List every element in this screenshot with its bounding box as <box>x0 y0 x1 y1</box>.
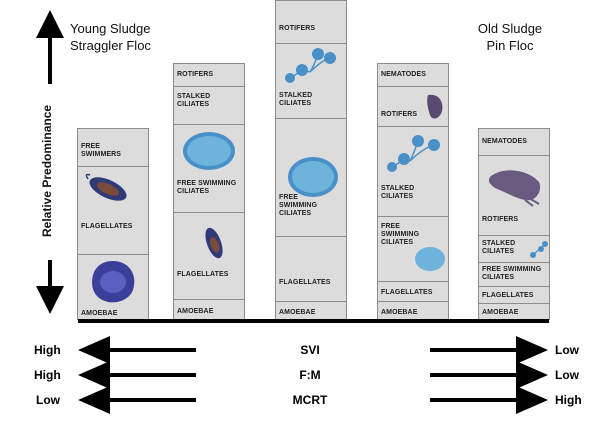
label-stalked-ciliates: STALKED CILIATES <box>381 185 415 200</box>
label-flagellates: FLAGELLATES <box>381 289 433 296</box>
young-sludge-line1: Young Sludge <box>70 21 151 36</box>
young-sludge-line2: Straggler Floc <box>70 38 151 53</box>
baseline <box>78 319 549 323</box>
label-amoebae: AMOEBAE <box>279 309 316 316</box>
svi-right: Low <box>555 343 579 357</box>
section-free-swimming-ciliates: FREE SWIMMING CILIATES <box>276 118 346 236</box>
axis-label: Relative Predominance <box>40 104 54 237</box>
section-stalked-ciliates: STALKED CILIATES <box>378 126 448 216</box>
section-amoebae: AMOEBAE <box>378 301 448 321</box>
label-free-swimming-ciliates: FREE SWIMMING CILIATES <box>381 223 420 246</box>
ciliate-icon <box>288 157 338 197</box>
section-flagellates: FLAGELLATES <box>78 166 148 254</box>
column-2: ROTIFERS STALKED CILIATES FREE SWIMMING … <box>173 63 245 320</box>
label-free-swimming-ciliates: FREE SWIMMING CILIATES <box>177 180 237 195</box>
label-free-swimming-ciliates: FREE SWIMMING CILIATES <box>279 194 318 217</box>
rotifer-icon <box>488 170 541 207</box>
ciliate-icon <box>415 247 445 271</box>
mcrt-name: MCRT <box>292 393 328 407</box>
section-amoebae: AMOEBAE <box>78 254 148 321</box>
column-5: NEMATODES ROTIFERS STALKED CILIATES FREE… <box>478 128 550 320</box>
rotifer-icon <box>427 94 443 119</box>
section-rotifers: ROTIFERS <box>276 1 346 43</box>
old-sludge-line2: Pin Floc <box>486 38 534 53</box>
fm-name: F:M <box>299 368 321 382</box>
stalked-ciliate-icon <box>387 135 440 172</box>
mcrt-right: High <box>555 393 582 407</box>
label-rotifers: ROTIFERS <box>279 25 316 32</box>
label-stalked-ciliates: STALKED CILIATES <box>279 92 313 107</box>
section-nematodes: NEMATODES <box>378 64 448 86</box>
young-sludge-label: Young Sludge Straggler Floc <box>70 20 151 54</box>
label-nematodes: NEMATODES <box>482 138 527 145</box>
svi-left: High <box>34 343 61 357</box>
label-rotifers: ROTIFERS <box>482 216 519 223</box>
vertical-arrow <box>36 10 64 314</box>
section-flagellates: FLAGELLATES <box>479 286 549 303</box>
label-amoebae: AMOEBAE <box>381 309 418 316</box>
label-amoebae: AMOEBAE <box>482 309 519 316</box>
label-amoebae: AMOEBAE <box>81 310 118 317</box>
label-stalked-ciliates: STALKED CILIATES <box>482 240 516 255</box>
label-free-swimmers: FREE SWIMMERS <box>81 143 122 158</box>
section-rotifers: ROTIFERS <box>378 86 448 126</box>
indicator-arrows <box>78 336 548 414</box>
old-sludge-line1: Old Sludge <box>477 21 543 36</box>
column-1: FREE SWIMMERS FLAGELLATES AMOEBAE <box>77 128 149 320</box>
section-stalked-ciliates: STALKED CILIATES <box>276 43 346 118</box>
section-free-swimmers: FREE SWIMMERS <box>78 129 148 166</box>
fm-right: Low <box>555 368 579 382</box>
label-stalked-ciliates: STALKED CILIATES <box>177 93 211 108</box>
flagellate-icon <box>85 173 127 201</box>
section-nematodes: NEMATODES <box>479 129 549 155</box>
label-amoebae: AMOEBAE <box>177 308 214 315</box>
section-flagellates: FLAGELLATES <box>378 281 448 301</box>
stalked-ciliate-icon <box>285 48 336 83</box>
arrow-up-icon <box>36 10 64 38</box>
label-flagellates: FLAGELLATES <box>177 271 229 278</box>
arrow-down-icon <box>36 286 64 314</box>
mcrt-left: Low <box>36 393 60 407</box>
svi-name: SVI <box>300 343 320 357</box>
label-rotifers: ROTIFERS <box>381 111 418 118</box>
right-arrows <box>430 336 548 414</box>
section-stalked-ciliates: STALKED CILIATES <box>479 235 549 262</box>
section-rotifers: ROTIFERS <box>479 155 549 235</box>
column-3: ROTIFERS STALKED CILIATES FREE SWIMMING … <box>275 0 347 320</box>
left-arrows <box>78 336 196 414</box>
section-flagellates: FLAGELLATES <box>276 236 346 301</box>
label-flagellates: FLAGELLATES <box>279 279 331 286</box>
ciliate-icon <box>183 132 235 170</box>
flagellate-icon <box>205 227 223 259</box>
section-free-swimming-ciliates: FREE SWIMMING CILIATES <box>174 124 244 212</box>
old-sludge-label: Old Sludge Pin Floc <box>470 20 550 54</box>
section-amoebae: AMOEBAE <box>174 299 244 321</box>
label-nematodes: NEMATODES <box>381 71 426 78</box>
section-free-swimming-ciliates: FREE SWIMMING CILIATES <box>479 262 549 286</box>
section-stalked-ciliates: STALKED CILIATES <box>174 86 244 124</box>
fm-left: High <box>34 368 61 382</box>
label-rotifers: ROTIFERS <box>177 71 214 78</box>
section-free-swimming-ciliates: FREE SWIMMING CILIATES <box>378 216 448 281</box>
section-amoebae: AMOEBAE <box>479 303 549 321</box>
section-flagellates: FLAGELLATES <box>174 212 244 299</box>
column-4: NEMATODES ROTIFERS STALKED CILIATES FREE… <box>377 63 449 320</box>
label-flagellates: FLAGELLATES <box>81 223 133 230</box>
amoeba-icon <box>92 261 135 303</box>
label-flagellates: FLAGELLATES <box>482 292 534 299</box>
section-amoebae: AMOEBAE <box>276 301 346 321</box>
label-free-swimming-ciliates: FREE SWIMMING CILIATES <box>482 266 542 281</box>
stalked-ciliate-icon <box>530 241 548 258</box>
section-rotifers: ROTIFERS <box>174 64 244 86</box>
